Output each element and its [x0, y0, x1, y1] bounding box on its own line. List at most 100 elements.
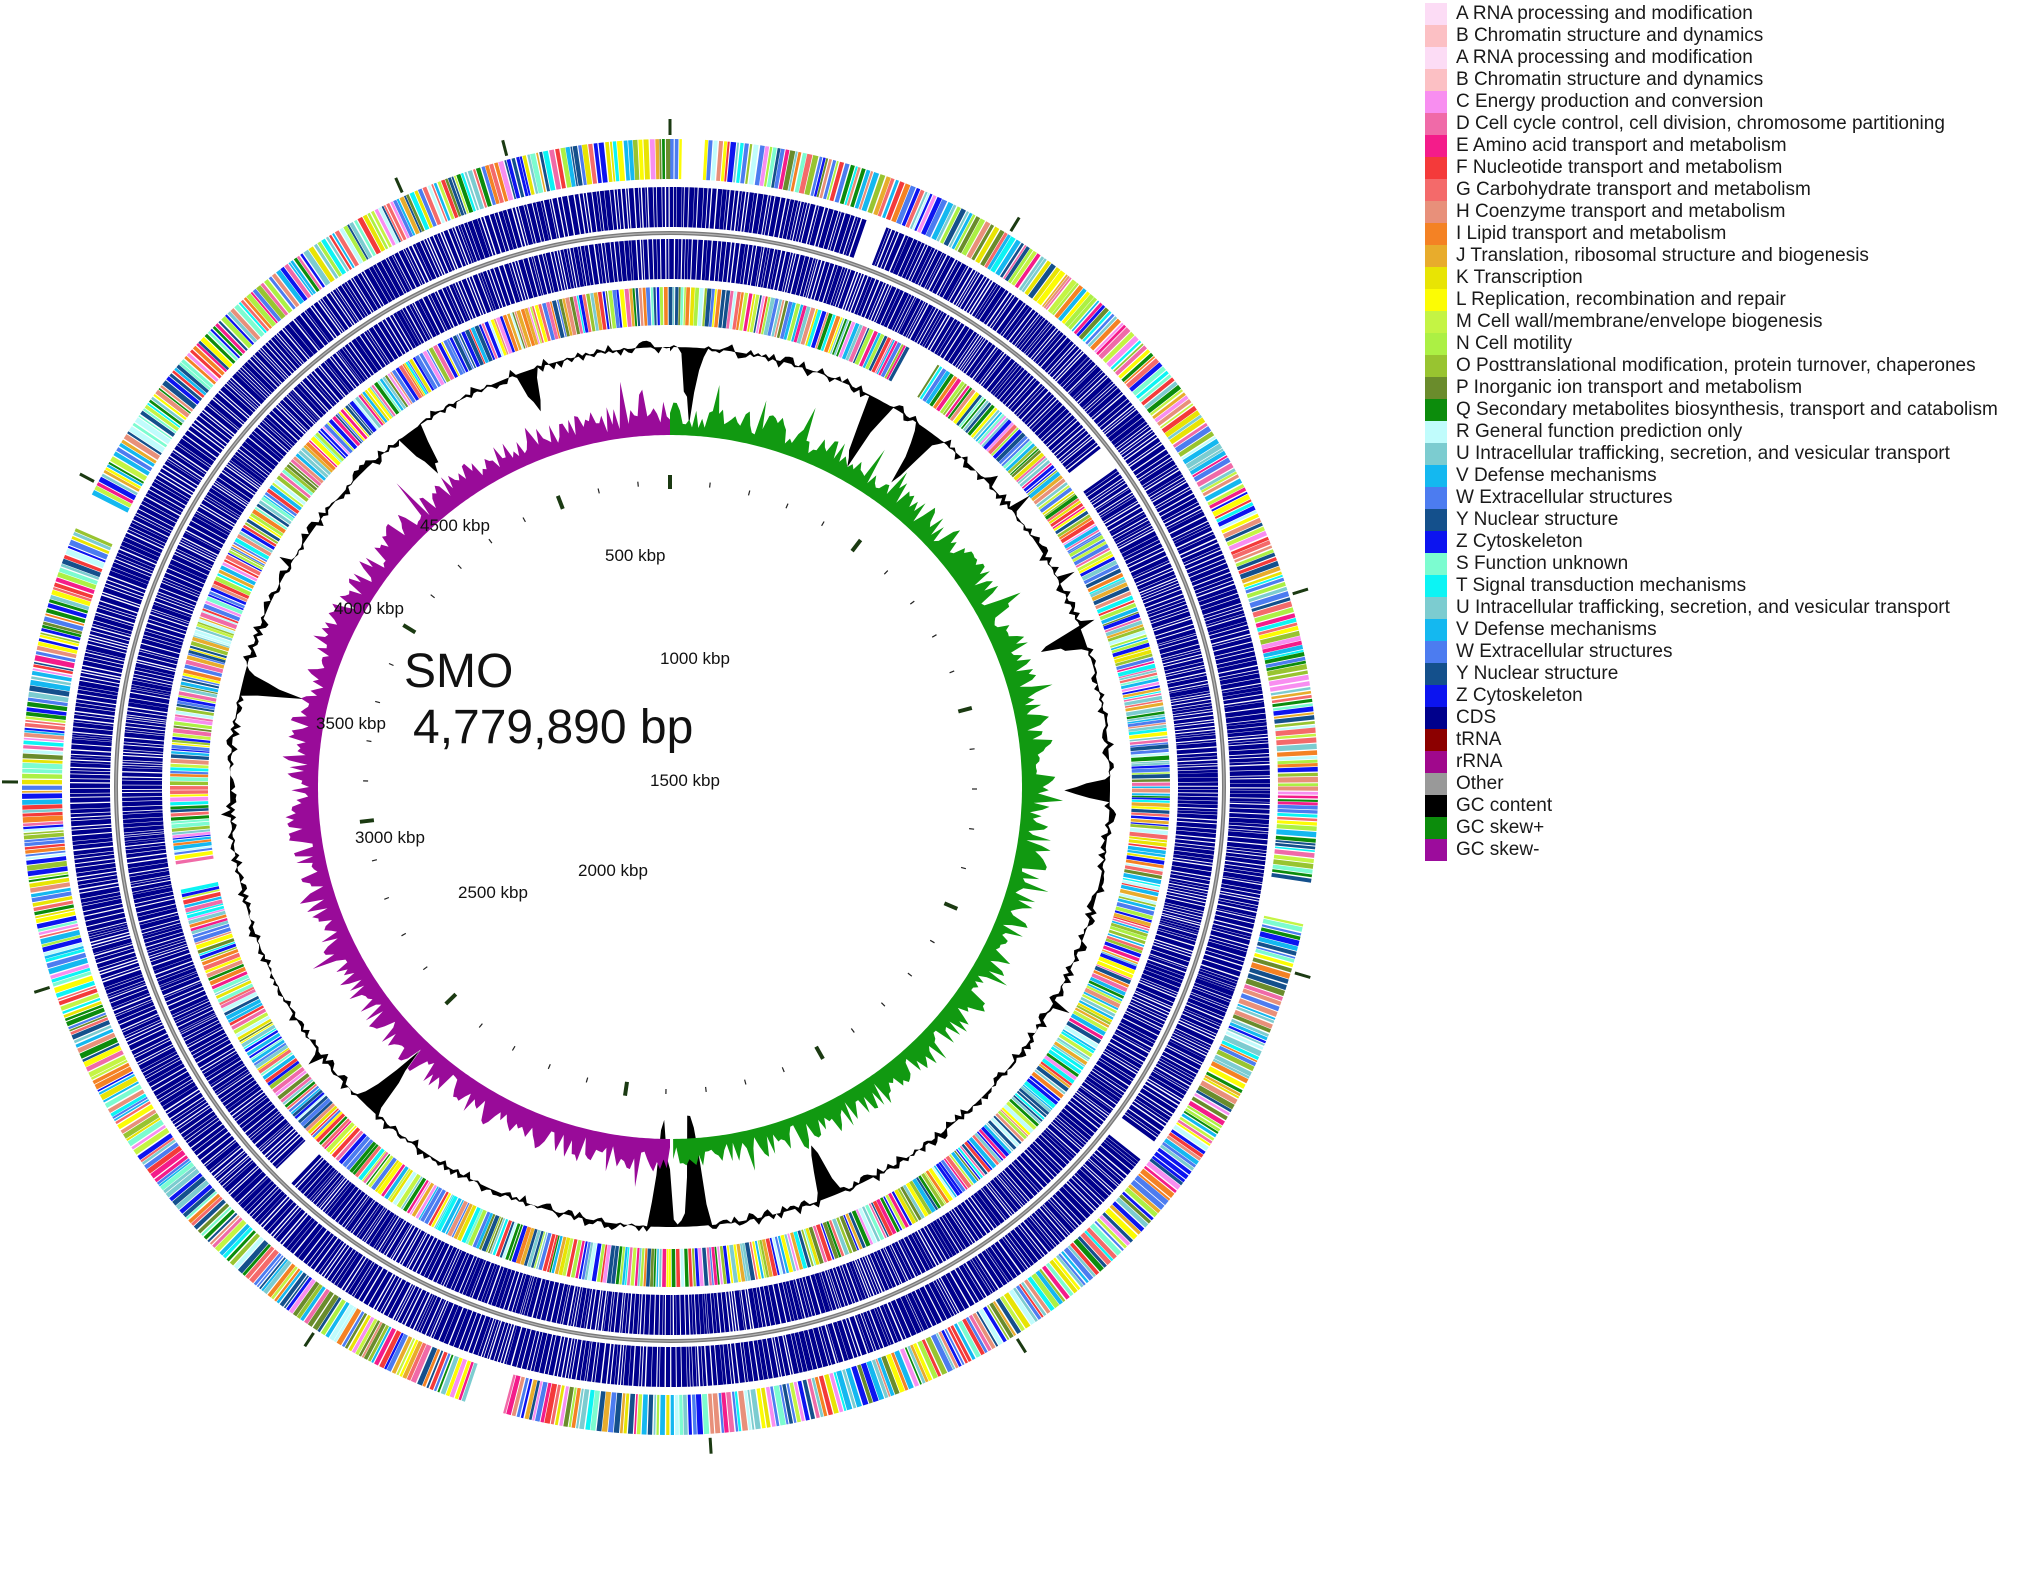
legend-label: K Transcription	[1456, 267, 1583, 288]
legend-swatch	[1425, 707, 1447, 729]
legend-label: Other	[1456, 773, 1504, 794]
minor-tick	[478, 1023, 483, 1028]
legend-swatch	[1425, 3, 1447, 25]
outer-feature-marks	[1, 119, 1311, 1454]
legend-label: D Cell cycle control, cell division, chr…	[1456, 113, 1945, 134]
outer-mark	[1294, 971, 1311, 979]
legend-item: S Function unknown	[1425, 550, 1628, 578]
legend-label: G Carbohydrate transport and metabolism	[1456, 179, 1811, 200]
legend-item: Y Nuclear structure	[1425, 660, 1618, 688]
gc-skew-positive-track	[670, 385, 1063, 1171]
minor-tick	[960, 866, 967, 870]
minor-tick	[781, 1067, 785, 1073]
major-tick	[814, 1045, 825, 1060]
minor-tick	[366, 740, 372, 743]
minor-tick	[929, 939, 935, 944]
legend-label: V Defense mechanisms	[1456, 619, 1657, 640]
minor-tick	[747, 490, 751, 496]
legend-label: P Inorganic ion transport and metabolism	[1456, 377, 1803, 398]
legend-item: V Defense mechanisms	[1425, 616, 1657, 644]
major-tick	[359, 818, 375, 824]
legend-label: B Chromatin structure and dynamics	[1456, 25, 1764, 46]
minor-tick	[785, 503, 789, 509]
minor-tick	[850, 1028, 855, 1033]
minor-tick	[511, 1045, 516, 1051]
legend-swatch	[1425, 399, 1447, 421]
legend-label: GC content	[1456, 795, 1553, 816]
legend-swatch	[1425, 465, 1447, 487]
legend-item: W Extracellular structures	[1425, 484, 1672, 512]
legend-swatch	[1425, 179, 1447, 201]
kbp-tick-marks	[359, 475, 977, 1096]
minor-tick	[488, 538, 493, 544]
minor-tick	[371, 859, 378, 862]
legend-swatch	[1425, 113, 1447, 135]
major-tick	[850, 538, 863, 553]
legend-swatch	[1425, 157, 1447, 179]
tick-label-2500: 2500 kbp	[458, 883, 528, 902]
minor-tick	[457, 564, 462, 570]
minor-tick	[547, 1064, 551, 1070]
legend-item: GC skew-	[1425, 836, 1539, 864]
legend-swatch	[1425, 223, 1447, 245]
legend-label: R General function prediction only	[1456, 421, 1743, 442]
legend-item: N Cell motility	[1425, 330, 1572, 358]
legend-label: GC skew-	[1456, 839, 1540, 860]
legend-item: GC content	[1425, 792, 1552, 820]
genome-backbone	[114, 231, 1226, 1343]
legend-label: H Coenzyme transport and metabolism	[1456, 201, 1786, 222]
tick-label-1500: 1500 kbp	[650, 771, 720, 790]
legend-item: H Coenzyme transport and metabolism	[1425, 198, 1785, 226]
outer-mark	[79, 472, 95, 483]
legend-item: K Transcription	[1425, 264, 1583, 292]
genome-length: 4,779,890 bp	[413, 701, 693, 754]
legend-swatch	[1425, 773, 1447, 795]
legend-item: Q Secondary metabolites biosynthesis, tr…	[1425, 396, 1998, 424]
legend-label: W Extracellular structures	[1456, 487, 1673, 508]
legend-label: A RNA processing and modification	[1456, 3, 1753, 24]
legend-swatch	[1425, 91, 1447, 113]
legend-item: R General function prediction only	[1425, 418, 1742, 446]
cog-gene-forward	[23, 149, 1315, 1433]
tick-label-3500: 3500 kbp	[316, 714, 386, 733]
minor-tick	[709, 482, 711, 488]
minor-tick	[907, 972, 913, 977]
minor-tick	[388, 662, 394, 667]
minor-tick	[931, 634, 937, 638]
major-tick	[402, 623, 417, 635]
legend-swatch	[1425, 47, 1447, 69]
legend-item: J Translation, ribosomal structure and b…	[1425, 242, 1869, 270]
major-tick	[623, 1081, 629, 1096]
legend-item: T Signal transduction mechanisms	[1425, 572, 1746, 600]
legend-swatch	[1425, 201, 1447, 223]
circular-genome-map: 500 kbp 1000 kbp 1500 kbp 2000 kbp 2500 …	[1, 119, 1319, 1454]
legend-label: T Signal transduction mechanisms	[1456, 575, 1747, 596]
legend-label: B Chromatin structure and dynamics	[1456, 69, 1764, 90]
legend-swatch	[1425, 663, 1447, 685]
major-tick	[444, 992, 458, 1006]
legend-swatch	[1425, 443, 1447, 465]
tick-label-4000: 4000 kbp	[334, 599, 404, 618]
legend-label: tRNA	[1456, 729, 1502, 750]
minor-tick	[744, 1079, 747, 1085]
legend-swatch	[1425, 509, 1447, 531]
legend-item: F Nucleotide transport and metabolism	[1425, 154, 1782, 182]
legend-label: L Replication, recombination and repair	[1456, 289, 1786, 310]
legend-swatch	[1425, 729, 1447, 751]
legend-swatch	[1425, 839, 1447, 861]
minor-tick	[969, 828, 975, 830]
outer-mark	[33, 985, 51, 994]
legend-swatch	[1425, 751, 1447, 773]
legend-swatch	[1425, 553, 1447, 575]
tick-label-2000: 2000 kbp	[578, 861, 648, 880]
genome-name: SMO	[404, 645, 513, 698]
legend-label: S Function unknown	[1456, 553, 1629, 574]
legend-swatch	[1425, 817, 1447, 839]
legend-swatch	[1425, 267, 1447, 289]
legend-swatch	[1425, 597, 1447, 619]
legend-swatch	[1425, 289, 1447, 311]
minor-tick	[969, 748, 975, 750]
legend-label: rRNA	[1456, 751, 1503, 772]
outer-mark	[708, 1437, 713, 1454]
legend-label: C Energy production and conversion	[1456, 91, 1764, 112]
